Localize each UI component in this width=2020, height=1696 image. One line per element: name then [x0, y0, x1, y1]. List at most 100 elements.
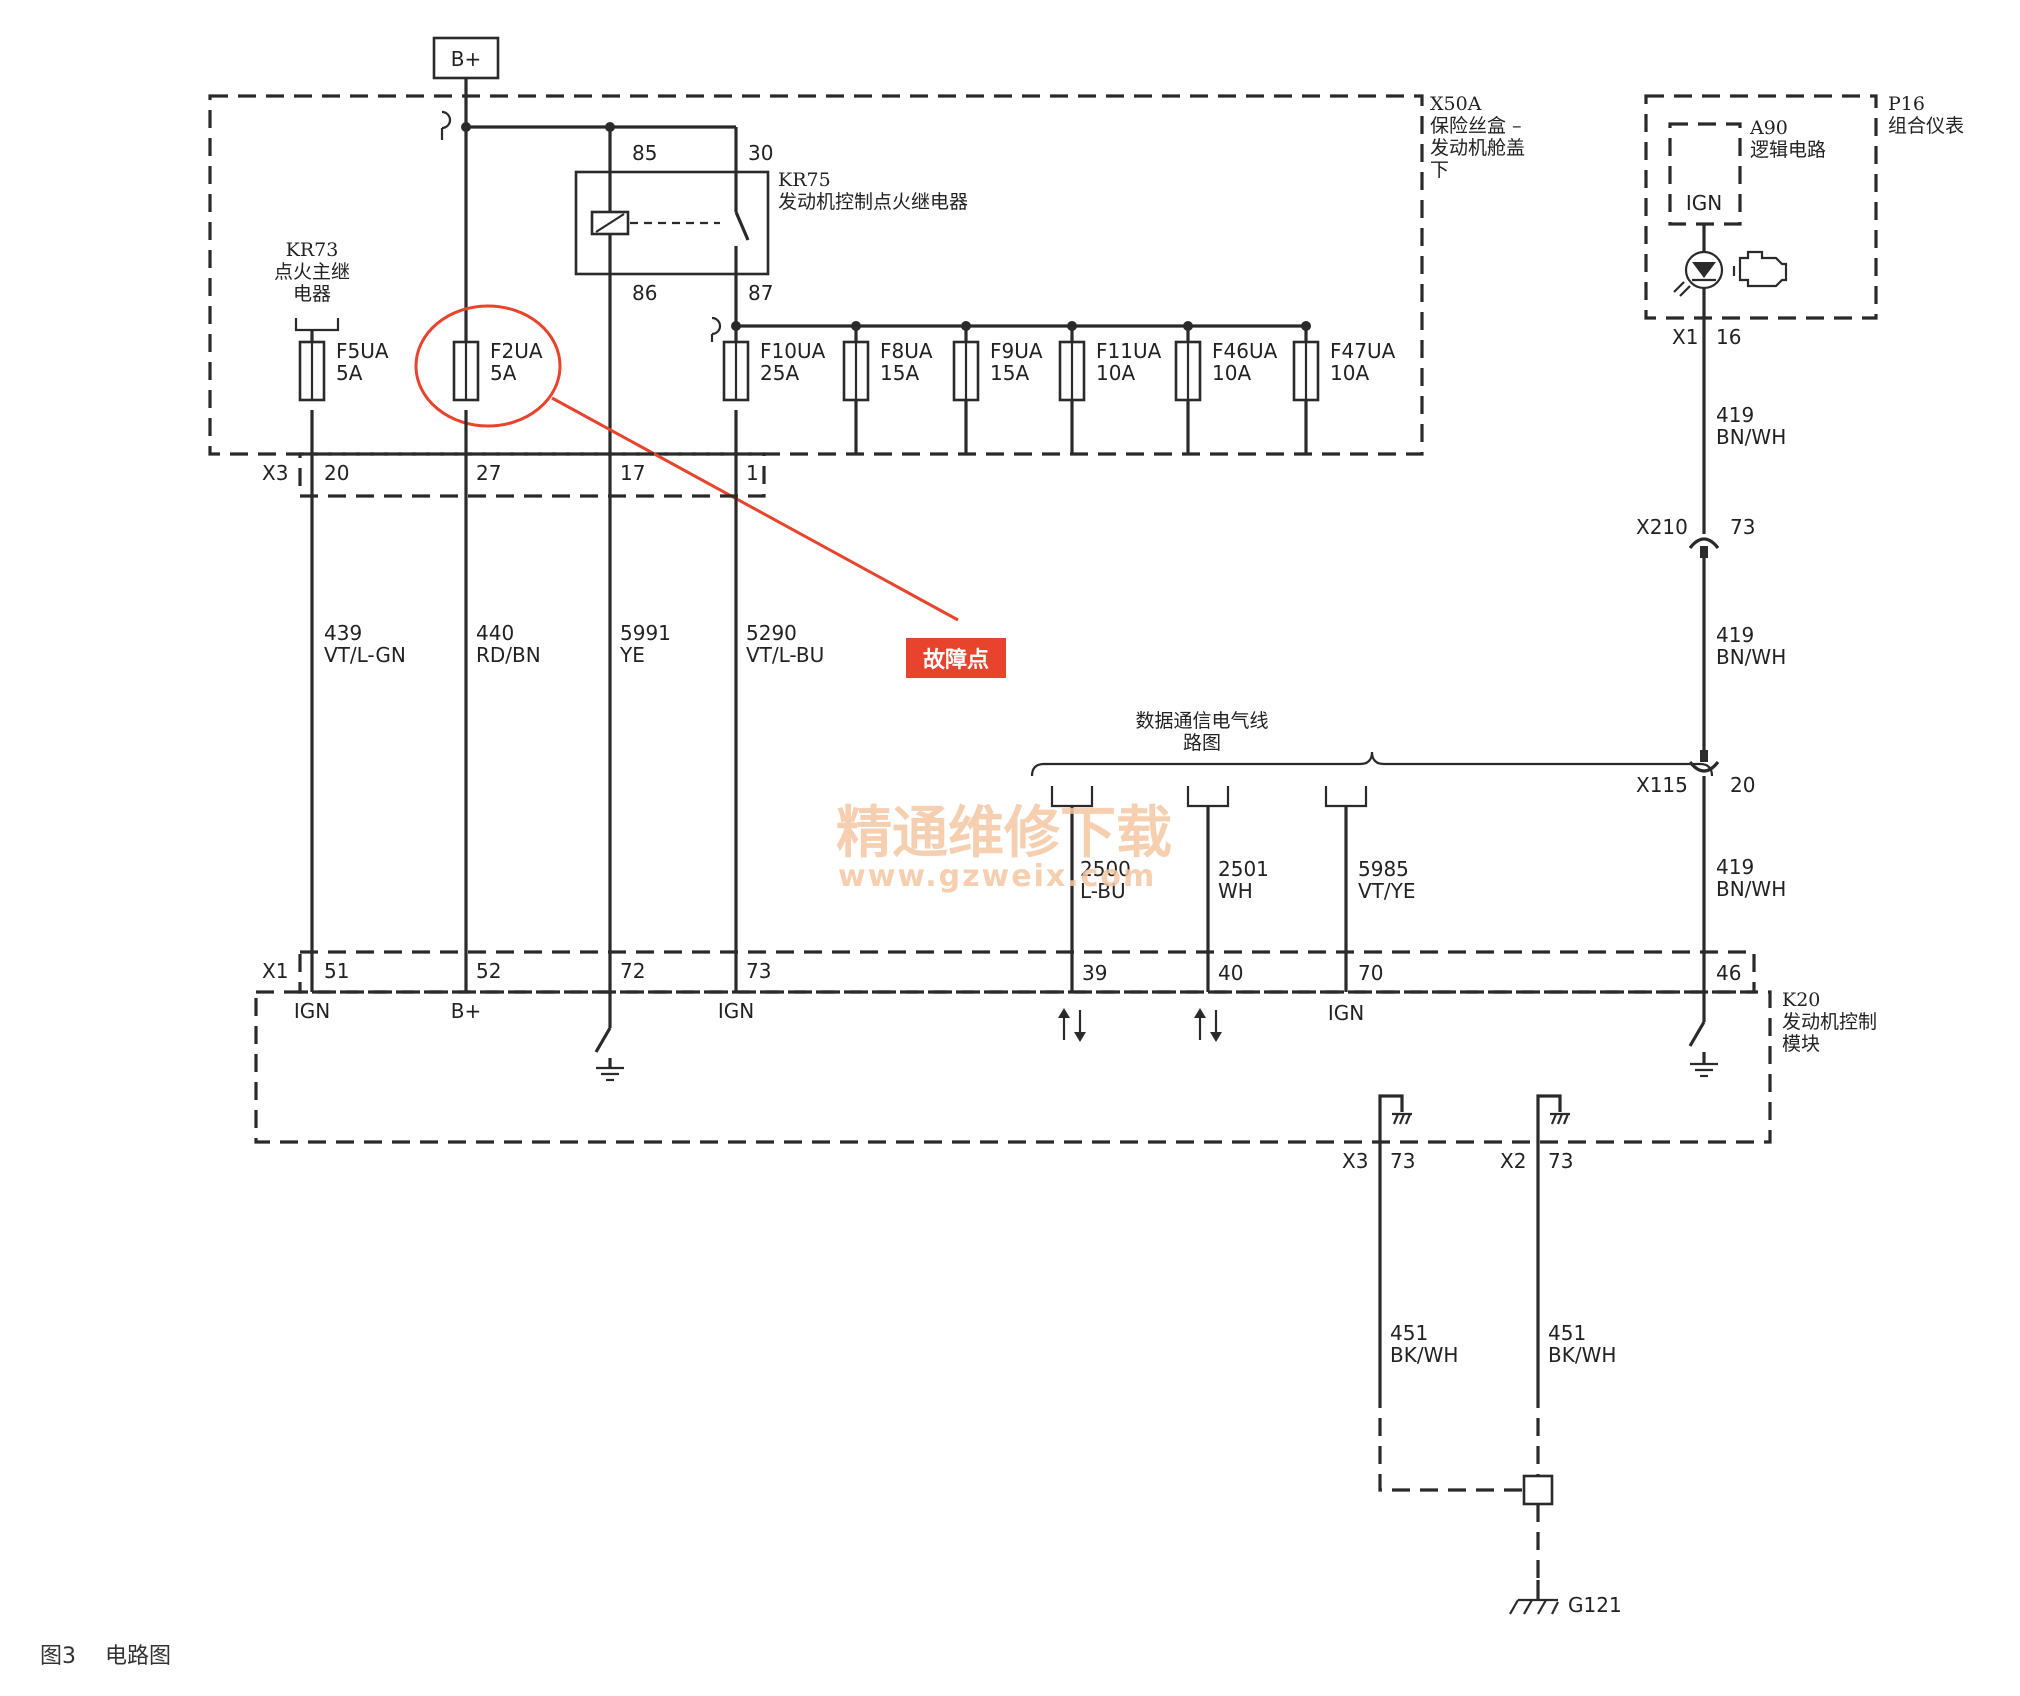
- fuse-name: F11UA: [1096, 339, 1162, 363]
- fuse-name: F5UA: [336, 339, 389, 363]
- x115-id: X115: [1636, 773, 1688, 797]
- cluster-ign: IGN: [1686, 191, 1722, 215]
- wire-451-a-color: BK/WH: [1390, 1343, 1458, 1367]
- fuse-name: F8UA: [880, 339, 933, 363]
- fuse-name: F9UA: [990, 339, 1043, 363]
- x3-pin-20: 20: [324, 461, 349, 485]
- cluster-connector: X1: [1672, 325, 1698, 349]
- figure-title: 电路图: [105, 1644, 172, 1669]
- g121-ground-icon: [1509, 1598, 1559, 1615]
- wire-419-a-color: BN/WH: [1716, 425, 1786, 449]
- ecm-name-2: 模块: [1782, 1033, 1820, 1055]
- figure-caption: 图3 电路图: [40, 1638, 193, 1670]
- ecm-pin-72: 72: [620, 959, 645, 983]
- ecm-switch-46-icon: [1688, 1021, 1706, 1047]
- fuse-rating: 10A: [1330, 361, 1369, 385]
- ecm-name-1: 发动机控制: [1782, 1011, 1877, 1033]
- data-comm-title-2: 路图: [1183, 732, 1221, 754]
- relay-switch-icon: [734, 211, 750, 241]
- x3-pin-17: 17: [620, 461, 645, 485]
- chassis-ground-x2-icon: [1550, 1112, 1570, 1125]
- ecm-pin-70: 70: [1358, 961, 1383, 985]
- x115-pin: 20: [1730, 773, 1755, 797]
- ecm-label-ign-51: IGN: [294, 999, 330, 1023]
- kr75-pin-86: 86: [632, 281, 657, 305]
- fuse-box-name-1: 保险丝盒 –: [1430, 115, 1522, 137]
- ecm-pin-52: 52: [476, 959, 501, 983]
- wire-2500-circuit: 2500: [1080, 857, 1131, 881]
- wire-440-color: RD/BN: [476, 643, 541, 667]
- fuse-rating: 10A: [1096, 361, 1135, 385]
- x210-connector: [1688, 537, 1720, 550]
- kr75-pin-87: 87: [748, 281, 773, 305]
- watermark-url: www.gzweix.com: [838, 859, 1156, 894]
- wire-419-b-color: BN/WH: [1716, 645, 1786, 669]
- kr73-name-1: 点火主继: [274, 261, 350, 283]
- fault-label-bg: [906, 638, 1006, 678]
- ecm-switch-72-icon: [594, 1027, 612, 1053]
- ecm-connector-id: X1: [262, 959, 288, 983]
- kr73-name-2: 电器: [293, 283, 331, 305]
- ecm-label-ign-70: IGN: [1328, 1001, 1364, 1025]
- warning-led-icon: [1673, 250, 1724, 297]
- cluster-id: P16: [1888, 93, 1925, 115]
- bidirectional-arrow-40-icon: [1194, 1008, 1222, 1042]
- wire-419-a-circuit: 419: [1716, 403, 1754, 427]
- ecm-label-bplus-52: B+: [451, 999, 481, 1023]
- figure-number: 图3: [40, 1644, 76, 1669]
- wire-439-circuit: 439: [324, 621, 362, 645]
- ground-46-icon: [1690, 1062, 1718, 1078]
- cluster-name: 组合仪表: [1888, 115, 1964, 137]
- kr75-pin-85: 85: [632, 141, 657, 165]
- engine-check-icon: [1732, 250, 1788, 288]
- fuse-name: F46UA: [1212, 339, 1278, 363]
- fuse-row: F5UA5AF2UA5AF10UA25AF8UA15AF9UA15AF11UA1…: [298, 321, 1396, 454]
- x3-top-id: X3: [262, 461, 288, 485]
- wire-419-c-circuit: 419: [1716, 855, 1754, 879]
- fault-highlight-circle: [414, 304, 562, 428]
- wire-2501-color: WH: [1218, 879, 1253, 903]
- x3-pin-27: 27: [476, 461, 501, 485]
- fuse-rating: 15A: [990, 361, 1029, 385]
- wire-5985-color: VT/YE: [1358, 879, 1416, 903]
- bidirectional-arrow-39-icon: [1058, 1008, 1086, 1042]
- kr73-id: KR73: [286, 239, 339, 261]
- g121-label: G121: [1568, 1593, 1622, 1617]
- kr75-id: KR75: [778, 169, 831, 191]
- ecm-pin-39: 39: [1082, 961, 1107, 985]
- kr75-pin-30: 30: [748, 141, 773, 165]
- gnd-x2-id: X2: [1500, 1149, 1526, 1173]
- wire-439-color: VT/L-GN: [324, 643, 406, 667]
- x210-id: X210: [1636, 515, 1688, 539]
- cluster-pin: 16: [1716, 325, 1741, 349]
- fuse-box-name-2: 发动机舱盖: [1430, 137, 1525, 159]
- data-comm-bracket: [1030, 751, 1714, 777]
- gnd-x2-pin: 73: [1548, 1149, 1573, 1173]
- gnd-x3-pin: 73: [1390, 1149, 1415, 1173]
- wire-2500-color: L-BU: [1080, 879, 1126, 903]
- ecm-pin-46: 46: [1716, 961, 1741, 985]
- ecm-x1-connector: [298, 950, 1756, 994]
- fuse-rating: 5A: [490, 361, 517, 385]
- logic-id: A90: [1749, 117, 1788, 139]
- fuse-rating: 5A: [336, 361, 363, 385]
- fuse-box-id: X50A: [1430, 93, 1482, 115]
- wire-5991-color: YE: [619, 643, 645, 667]
- wire-5290-color: VT/L-BU: [746, 643, 824, 667]
- wire-419-c-color: BN/WH: [1716, 877, 1786, 901]
- kr75-name: 发动机控制点火继电器: [778, 191, 968, 213]
- wire-5290-circuit: 5290: [746, 621, 797, 645]
- ecm-pin-40: 40: [1218, 961, 1243, 985]
- fuse-rating: 25A: [760, 361, 799, 385]
- ground-splice: [1522, 1474, 1554, 1506]
- fuse-name: F10UA: [760, 339, 826, 363]
- wire-5985-circuit: 5985: [1358, 857, 1409, 881]
